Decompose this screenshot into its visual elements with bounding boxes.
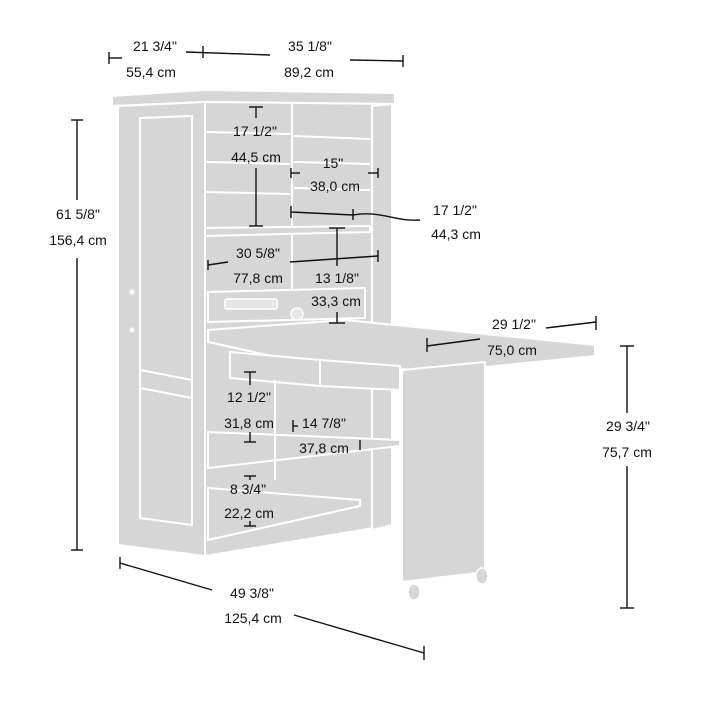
bottom-shelf-height-in-label: 8 3/4" [229, 481, 267, 497]
upper-shelf-height-in-label: 17 1/2" [233, 123, 277, 139]
overall-depth-cm-label: 125,4 cm [224, 610, 282, 626]
right-shelf-depth-cm-label: 44,3 cm [431, 226, 481, 242]
lower-shelf-height-cm-label: 31,8 cm [224, 415, 274, 431]
overall-depth-in-label: 49 3/8" [230, 585, 274, 601]
right-shelf-width-cm-label: 38,0 cm [310, 178, 360, 194]
clearance-in-label: 13 1/8" [315, 270, 359, 286]
tabletop-extension-cm-label: 75,0 cm [487, 342, 537, 358]
upper-shelf-height-cm-label: 44,5 cm [231, 149, 281, 165]
bottom-shelf-height-cm-label: 22,2 cm [224, 505, 274, 521]
clearance-cm-label: 33,3 cm [311, 293, 361, 309]
dimension-lines [71, 46, 634, 660]
interior-width-cm-label: 77,8 cm [233, 270, 283, 286]
right-shelf-depth-in-label: 17 1/2" [433, 202, 477, 218]
tabletop-extension-in-label: 29 1/2" [492, 316, 536, 332]
width-in-label: 35 1/8" [288, 38, 332, 54]
height-cm-label: 156,4 cm [49, 232, 107, 248]
height-in-label: 61 5/8" [56, 206, 100, 222]
crown-molding [111, 89, 396, 107]
depth-closed-cm-label: 55,4 cm [126, 64, 176, 80]
table-height-cm-label: 75,7 cm [602, 444, 652, 460]
width-cm-label: 89,2 cm [284, 64, 334, 80]
table-pedestal [401, 361, 486, 583]
interior-width-in-label: 30 5/8" [236, 245, 280, 261]
depth-closed-in-label: 21 3/4" [133, 38, 177, 54]
side-panel-inset [139, 115, 193, 526]
lower-shelf-height-in-label: 12 1/2" [227, 389, 271, 405]
right-shelf-width-in-label: 15" [322, 155, 344, 171]
lower-shelf-depth-in-label: 14 7/8" [302, 415, 346, 431]
caster-wheel-icon [407, 567, 489, 601]
table-height-in-label: 29 3/4" [606, 418, 650, 434]
lower-shelf-depth-cm-label: 37,8 cm [299, 440, 349, 456]
power-strip-icon [224, 298, 304, 321]
